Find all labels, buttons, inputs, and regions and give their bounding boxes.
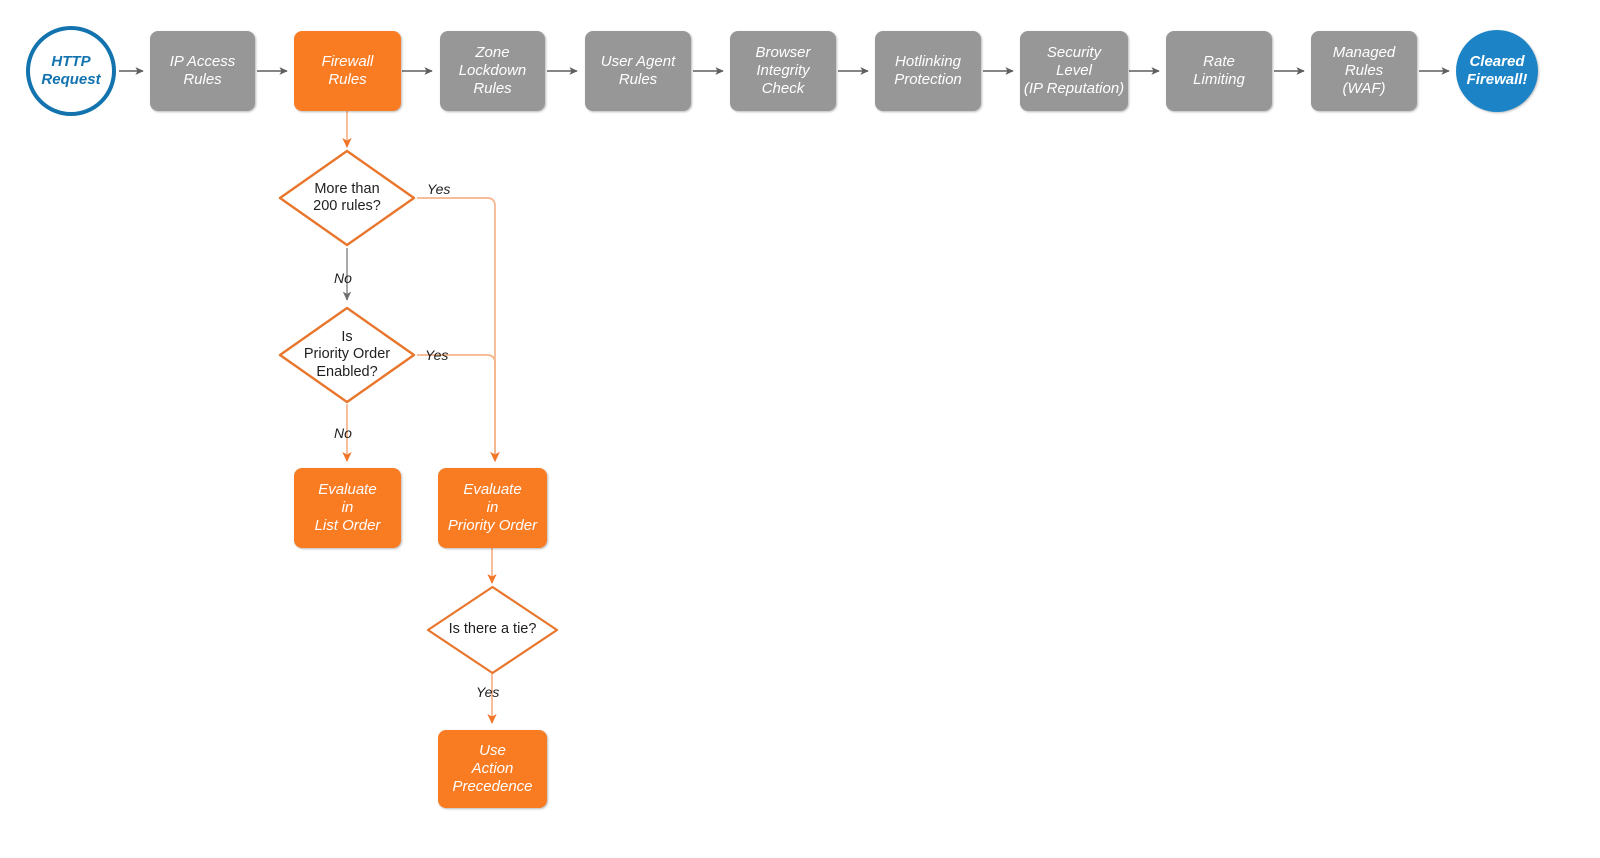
node-use-action-precedence-label: Use Action Precedence	[452, 742, 533, 795]
decision-more-than-200-rules[interactable]: More than 200 rules?	[277, 148, 417, 248]
node-browser-integrity-check-label: Browser Integrity Check	[755, 44, 811, 97]
edge-label-yes-tie: Yes	[476, 684, 500, 700]
node-ip-access-rules[interactable]: IP Access Rules	[150, 31, 255, 111]
node-user-agent-rules[interactable]: User Agent Rules	[585, 31, 691, 111]
node-hotlinking-protection[interactable]: Hotlinking Protection	[875, 31, 981, 111]
diamond-shape	[278, 149, 416, 247]
node-http-request-label: HTTP Request	[41, 53, 101, 88]
node-evaluate-in-list-order-label: Evaluate in List Order	[314, 481, 381, 534]
node-cleared-firewall[interactable]: Cleared Firewall!	[1456, 30, 1538, 112]
edge-label-no-priority-order: No	[334, 425, 352, 441]
decision-is-priority-order-enabled[interactable]: Is Priority Order Enabled?	[277, 305, 417, 405]
node-rate-limiting[interactable]: Rate Limiting	[1166, 31, 1272, 111]
node-browser-integrity-check[interactable]: Browser Integrity Check	[730, 31, 836, 111]
decision-is-priority-order-enabled-label: Is Priority Order Enabled?	[303, 328, 391, 380]
node-evaluate-in-list-order[interactable]: Evaluate in List Order	[294, 468, 401, 548]
node-evaluate-in-priority-order-label: Evaluate in Priority Order	[447, 481, 538, 534]
node-hotlinking-protection-label: Hotlinking Protection	[894, 53, 962, 88]
node-zone-lockdown-rules[interactable]: Zone Lockdown Rules	[440, 31, 545, 111]
decision-is-there-a-tie[interactable]: Is there a tie?	[425, 584, 560, 676]
node-firewall-rules-label: Firewall Rules	[321, 53, 374, 88]
node-managed-rules-waf[interactable]: Managed Rules (WAF)	[1311, 31, 1417, 111]
edge-label-no-more-than-200: No	[334, 270, 352, 286]
diamond-shape	[426, 585, 559, 675]
node-ip-access-rules-label: IP Access Rules	[169, 53, 236, 88]
node-http-request[interactable]: HTTP Request	[26, 26, 116, 116]
node-cleared-firewall-label: Cleared Firewall!	[1466, 53, 1528, 88]
node-user-agent-rules-label: User Agent Rules	[600, 53, 676, 88]
yes-wire-2	[417, 354, 500, 462]
decision-is-there-a-tie-label: Is there a tie?	[448, 621, 537, 638]
node-rate-limiting-label: Rate Limiting	[1193, 53, 1245, 88]
diamond-shape	[278, 306, 416, 404]
node-firewall-rules[interactable]: Firewall Rules	[294, 31, 401, 111]
edge-label-yes-priority-order: Yes	[425, 347, 449, 363]
yes-wire-1	[417, 197, 500, 462]
node-managed-rules-waf-label: Managed Rules (WAF)	[1332, 44, 1396, 97]
decision-more-than-200-rules-label: More than 200 rules?	[313, 180, 381, 214]
node-zone-lockdown-rules-label: Zone Lockdown Rules	[458, 44, 527, 97]
edge-label-yes-more-than-200: Yes	[427, 181, 451, 197]
node-security-level[interactable]: Security Level (IP Reputation)	[1020, 31, 1128, 111]
node-security-level-label: Security Level (IP Reputation)	[1023, 44, 1125, 97]
node-use-action-precedence[interactable]: Use Action Precedence	[438, 730, 547, 808]
node-evaluate-in-priority-order[interactable]: Evaluate in Priority Order	[438, 468, 547, 548]
